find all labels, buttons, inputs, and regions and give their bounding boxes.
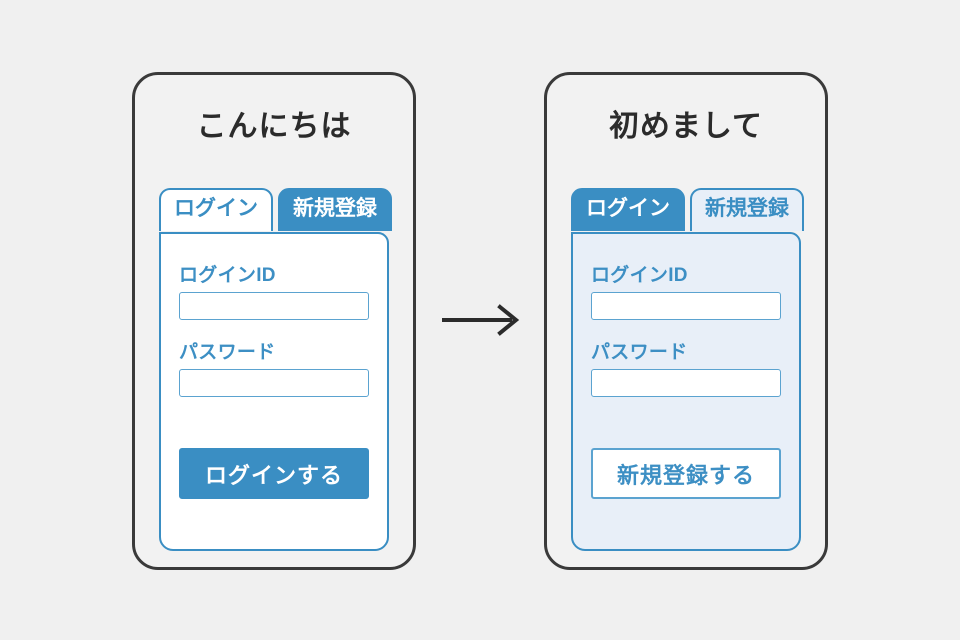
login-id-input[interactable] — [591, 292, 781, 320]
tab-login[interactable]: ログイン — [159, 188, 273, 232]
tab-bar: ログイン 新規登録 — [571, 188, 804, 232]
page-title: こんにちは — [196, 110, 352, 143]
tab-bar: ログイン 新規登録 — [159, 188, 392, 232]
login-id-label: ログインID — [591, 265, 688, 286]
signup-submit-button[interactable]: 新規登録する — [591, 448, 781, 499]
password-label: パスワード — [179, 342, 276, 363]
password-input[interactable] — [591, 369, 781, 397]
tab-login[interactable]: ログイン — [571, 188, 685, 232]
login-form-panel: ログインID パスワード ログインする — [159, 232, 389, 551]
login-id-input[interactable] — [179, 292, 369, 320]
login-submit-button[interactable]: ログインする — [179, 448, 369, 499]
tab-signup[interactable]: 新規登録 — [278, 188, 392, 232]
password-label: パスワード — [591, 342, 688, 363]
signup-form-panel: ログインID パスワード 新規登録する — [571, 232, 801, 551]
password-input[interactable] — [179, 369, 369, 397]
phone-mockup-signup: 初めまして ログイン 新規登録 ログインID パスワード 新規登録する — [544, 72, 828, 570]
phone-mockup-login: こんにちは ログイン 新規登録 ログインID パスワード ログインする — [132, 72, 416, 570]
login-id-label: ログインID — [179, 265, 276, 286]
arrow-right-icon — [440, 302, 524, 338]
tab-signup[interactable]: 新規登録 — [690, 188, 804, 232]
page-title: 初めまして — [608, 110, 764, 143]
